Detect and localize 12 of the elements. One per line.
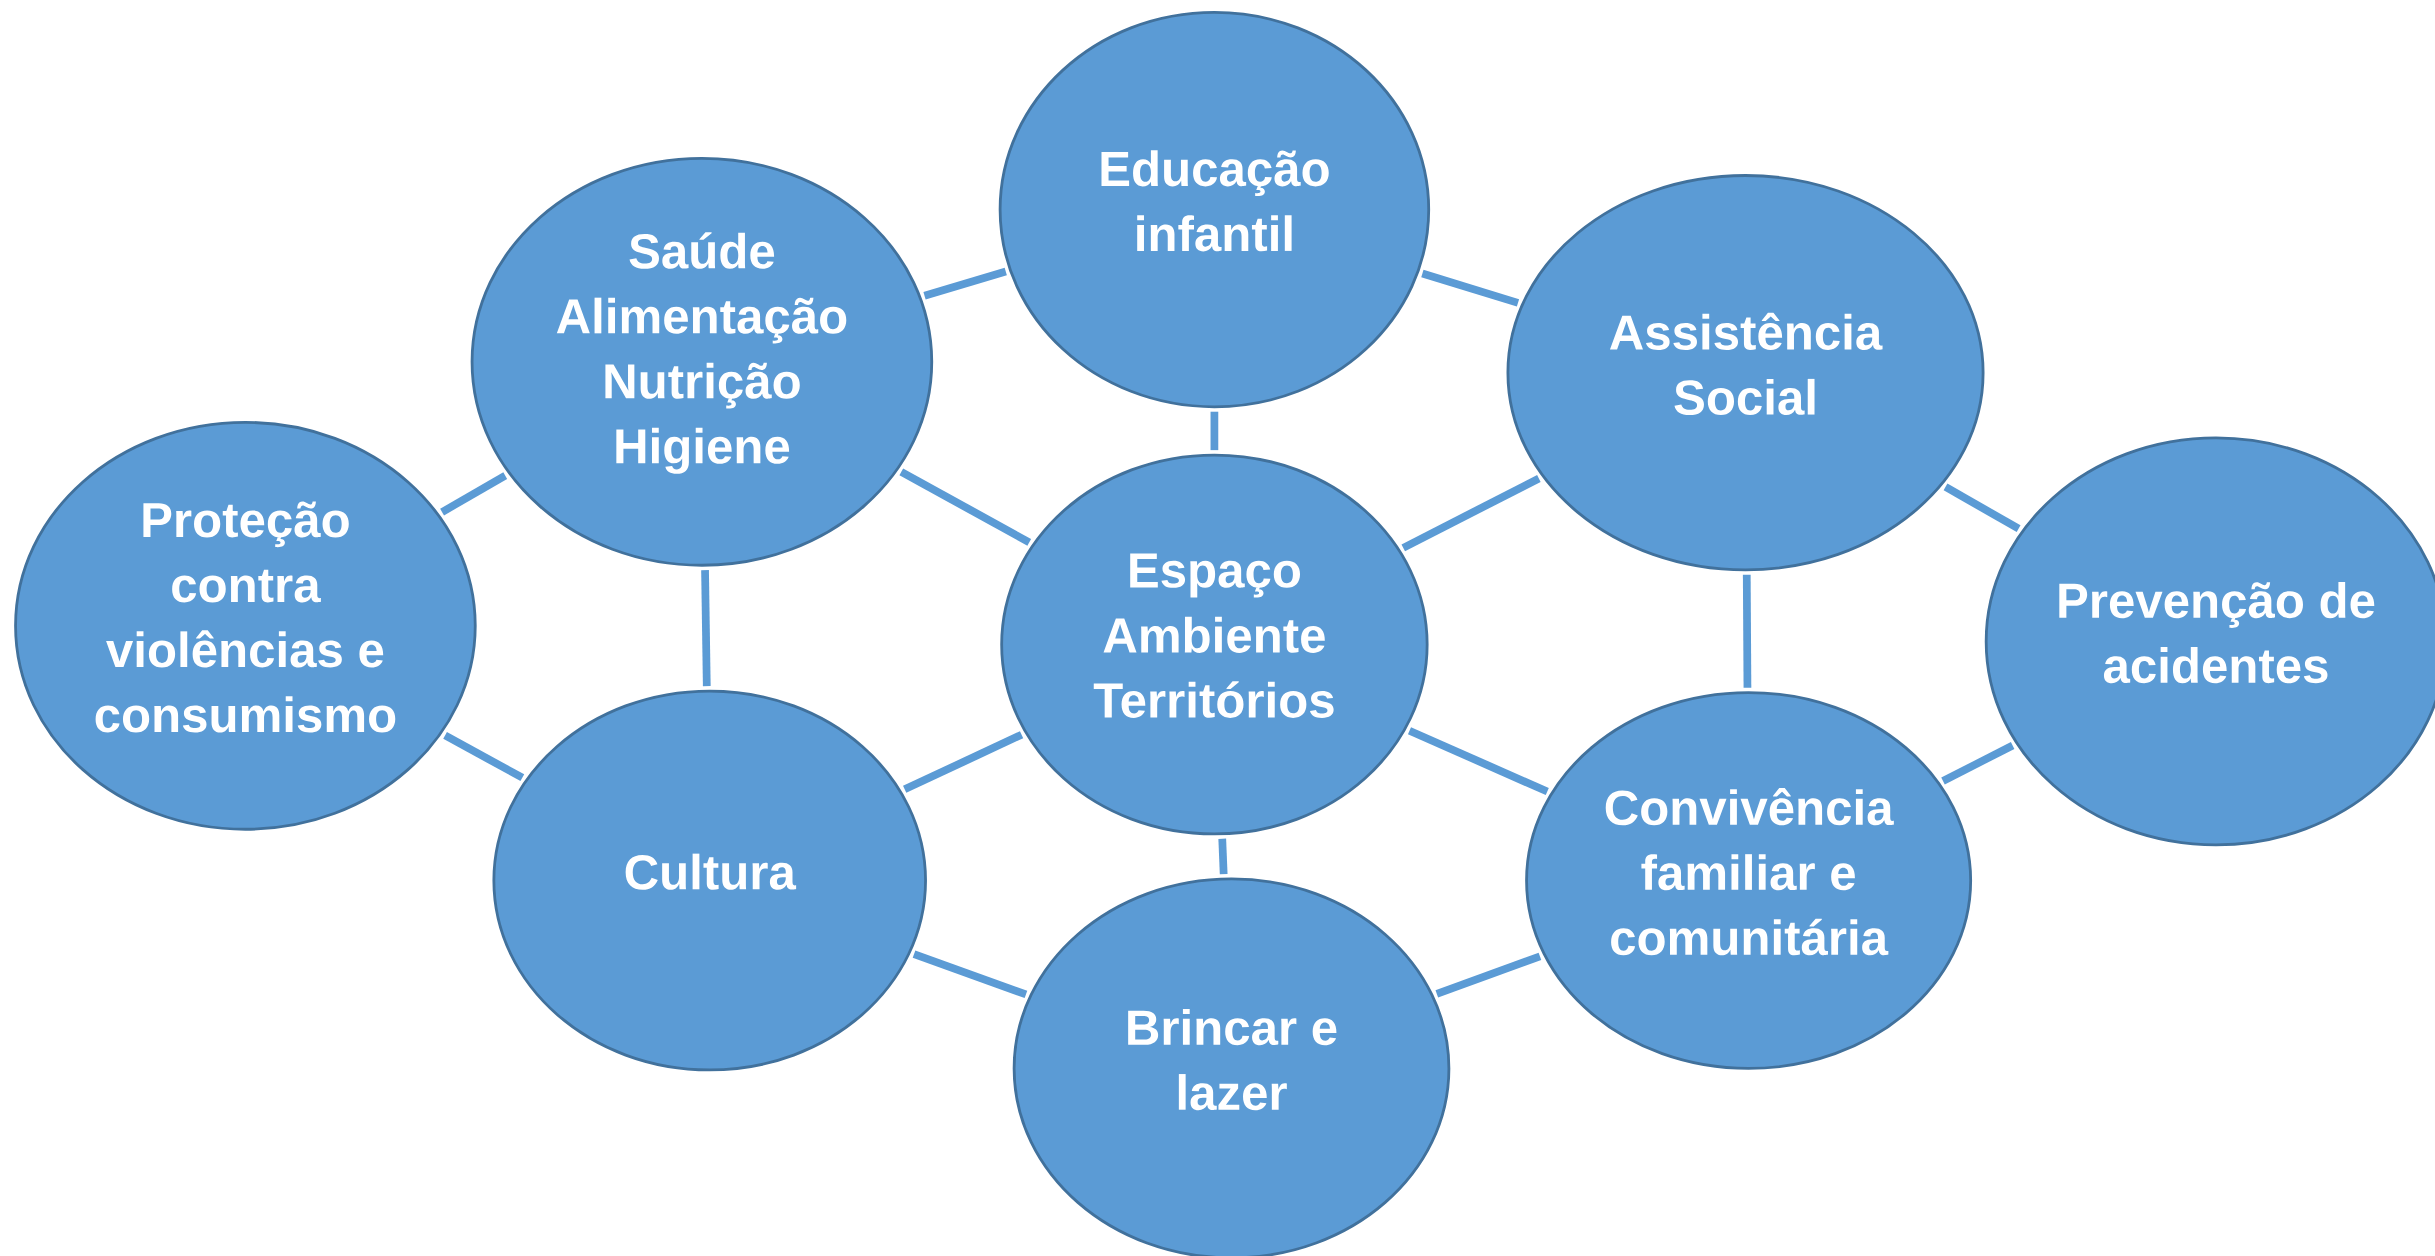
- connector-line: [912, 950, 1028, 999]
- connector-line: [899, 468, 1032, 546]
- connector-line: [440, 472, 508, 516]
- connector-line: [1943, 483, 2021, 533]
- connector-line: [923, 267, 1007, 300]
- connector-line: [1941, 742, 2015, 785]
- connector-line: [903, 731, 1024, 793]
- connector-line: [443, 731, 525, 782]
- connector-line: [1401, 475, 1541, 552]
- connector-line: [1435, 952, 1542, 998]
- connector-line: [1421, 269, 1520, 307]
- connector-line: [1407, 727, 1549, 796]
